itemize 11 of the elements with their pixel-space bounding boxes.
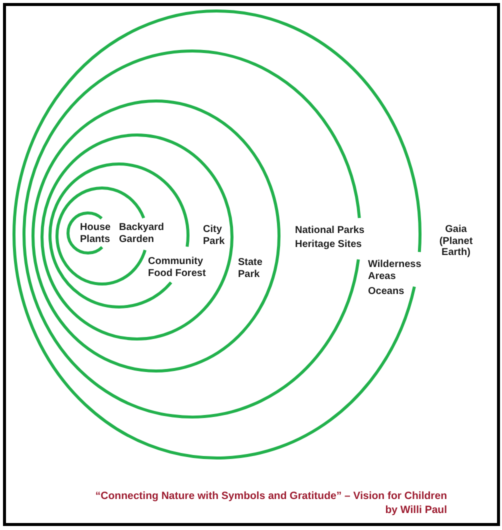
ring-label: State Park: [238, 257, 264, 280]
ring-label: Oceans: [368, 286, 404, 298]
ring-label: Wilderness Areas: [368, 259, 422, 282]
ring-label: Backyard Garden: [119, 222, 166, 245]
ring-label: Community Food Forest: [148, 256, 207, 279]
ring-label: House Plants: [80, 222, 112, 245]
ring-label: National Parks: [295, 225, 364, 236]
caption: “Connecting Nature with Symbols and Gratitude” – Vision for Children by Willi Paul: [94, 489, 447, 517]
ring-label: City Park: [203, 224, 226, 247]
outer-label: Gaia (Planet Earth): [438, 224, 474, 258]
ring-label: Heritage Sites: [295, 239, 362, 250]
